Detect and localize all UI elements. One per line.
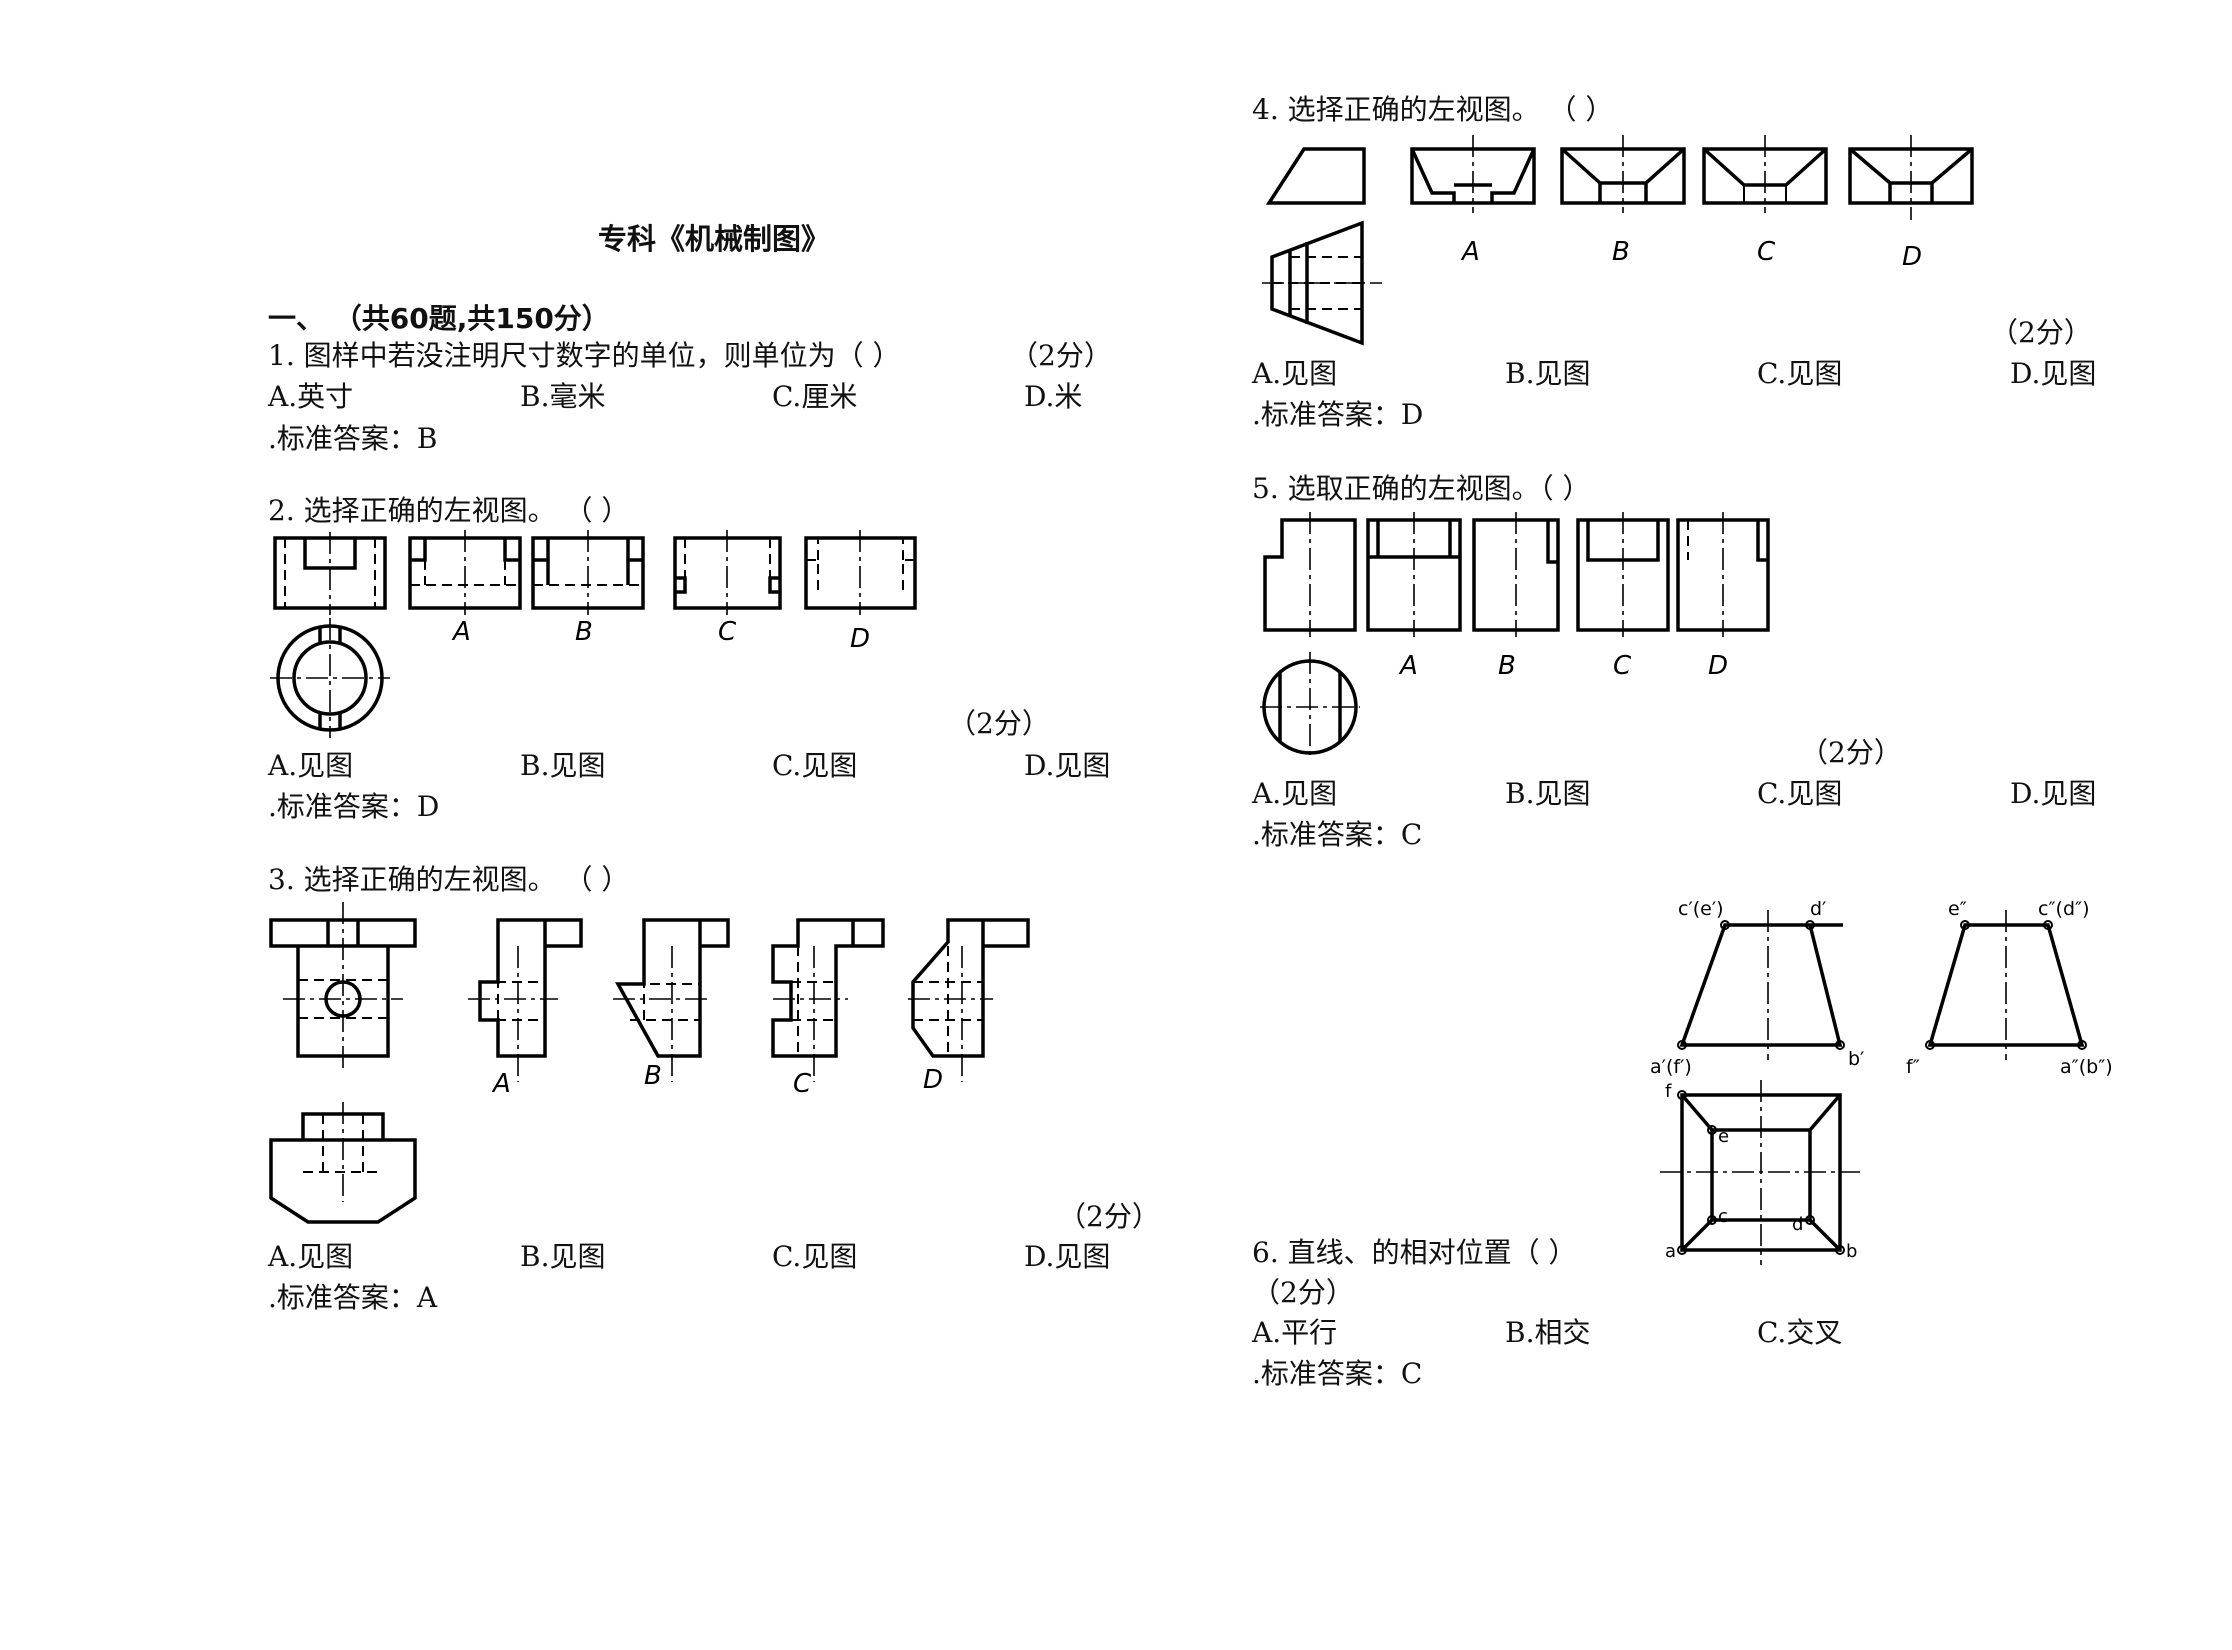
q4-figure: A B C D bbox=[1262, 135, 1974, 346]
q4-option-a[interactable]: A.见图 bbox=[1252, 357, 1338, 390]
label-e-side: e″ bbox=[1948, 898, 1967, 920]
q2-option-d[interactable]: D.见图 bbox=[1024, 749, 1111, 782]
q3-label-c: C bbox=[793, 1069, 812, 1099]
label-c-top: c bbox=[1718, 1206, 1728, 1227]
label-f-side: f″ bbox=[1906, 1056, 1920, 1078]
q2-label-d: D bbox=[850, 624, 870, 654]
q4-option-b[interactable]: B.见图 bbox=[1505, 357, 1591, 390]
label-c-front: c′(e′) bbox=[1678, 898, 1724, 920]
q3-figure: A B C D bbox=[269, 902, 1030, 1224]
q3-stem: 3. 选择正确的左视图。 （ ） bbox=[268, 863, 630, 896]
q5-option-b[interactable]: B.见图 bbox=[1505, 777, 1591, 810]
q2-label-a: A bbox=[451, 617, 471, 647]
q1-stem: 1. 图样中若没注明尺寸数字的单位，则单位为（ ） bbox=[268, 339, 901, 372]
q1-option-d[interactable]: D.米 bbox=[1024, 380, 1083, 413]
q3-option-d[interactable]: D.见图 bbox=[1024, 1240, 1111, 1273]
q2-stem: 2. 选择正确的左视图。 （ ） bbox=[268, 494, 630, 527]
q6-figure: c′(e′) d′ a′(f′) b′ e″ c″(d″) f″ a″(b″) … bbox=[1650, 898, 2113, 1265]
q4-label-c: C bbox=[1757, 237, 1776, 267]
q5-figure: A B C D bbox=[1260, 512, 1770, 757]
q6-stem: 6. 直线、的相对位置（ ） bbox=[1252, 1236, 1577, 1269]
q5-option-d[interactable]: D.见图 bbox=[2010, 777, 2097, 810]
q6-option-b[interactable]: B.相交 bbox=[1505, 1316, 1591, 1349]
q5-label-c: C bbox=[1613, 651, 1632, 681]
q6-answer: .标准答案：C bbox=[1252, 1357, 1423, 1390]
q4-answer: .标准答案：D bbox=[1252, 398, 1424, 431]
q2-figure: A B C D bbox=[270, 530, 917, 738]
q6-option-c[interactable]: C.交叉 bbox=[1757, 1316, 1843, 1349]
q2-option-b[interactable]: B.见图 bbox=[520, 749, 606, 782]
label-e-top: e bbox=[1718, 1126, 1729, 1147]
q4-option-c[interactable]: C.见图 bbox=[1757, 357, 1843, 390]
q2-label-b: B bbox=[575, 617, 593, 647]
q2-answer: .标准答案：D bbox=[268, 790, 440, 823]
q2-score: （2分） bbox=[948, 707, 1050, 740]
q1-option-a[interactable]: A.英寸 bbox=[268, 380, 354, 413]
q4-stem: 4. 选择正确的左视图。 （ ） bbox=[1252, 93, 1614, 126]
label-b-front: b′ bbox=[1848, 1048, 1864, 1070]
q4-score: （2分） bbox=[1990, 316, 2092, 349]
q4-label-d: D bbox=[1902, 242, 1922, 272]
page-title: 专科《机械制图》 bbox=[598, 222, 831, 256]
q4-label-a: A bbox=[1460, 237, 1480, 267]
q3-score: （2分） bbox=[1058, 1200, 1160, 1233]
q4-option-d[interactable]: D.见图 bbox=[2010, 357, 2097, 390]
q5-score: （2分） bbox=[1800, 736, 1902, 769]
q5-answer: .标准答案：C bbox=[1252, 818, 1423, 851]
q1-option-c[interactable]: C.厘米 bbox=[772, 380, 858, 413]
q3-option-b[interactable]: B.见图 bbox=[520, 1240, 606, 1273]
label-d-top: d bbox=[1792, 1214, 1803, 1235]
label-f-top: f bbox=[1665, 1081, 1672, 1102]
q5-label-a: A bbox=[1398, 651, 1418, 681]
q6-score: （2分） bbox=[1252, 1276, 1354, 1309]
q5-stem: 5. 选取正确的左视图。（ ） bbox=[1252, 472, 1591, 505]
q2-label-c: C bbox=[718, 617, 737, 647]
q3-option-a[interactable]: A.见图 bbox=[268, 1240, 354, 1273]
label-c-side: c″(d″) bbox=[2038, 898, 2090, 920]
q6-option-a[interactable]: A.平行 bbox=[1252, 1316, 1338, 1349]
label-b-top: b bbox=[1846, 1241, 1857, 1262]
q3-label-b: B bbox=[644, 1061, 662, 1091]
q3-label-a: A bbox=[491, 1069, 511, 1099]
q4-label-b: B bbox=[1612, 237, 1630, 267]
q1-score: （2分） bbox=[1010, 339, 1112, 372]
q3-answer: .标准答案：A bbox=[268, 1281, 438, 1314]
q1-answer: .标准答案：B bbox=[268, 422, 438, 455]
label-a-side: a″(b″) bbox=[2060, 1056, 2113, 1078]
q5-label-d: D bbox=[1708, 651, 1728, 681]
label-a-top: a bbox=[1665, 1241, 1676, 1262]
q1-option-b[interactable]: B.毫米 bbox=[520, 380, 606, 413]
label-d-front: d′ bbox=[1810, 898, 1826, 920]
q2-option-a[interactable]: A.见图 bbox=[268, 749, 354, 782]
q5-label-b: B bbox=[1498, 651, 1516, 681]
q2-option-c[interactable]: C.见图 bbox=[772, 749, 858, 782]
q5-option-c[interactable]: C.见图 bbox=[1757, 777, 1843, 810]
q5-option-a[interactable]: A.见图 bbox=[1252, 777, 1338, 810]
section-heading: 一、 （共60题,共150分） bbox=[268, 302, 610, 335]
q3-option-c[interactable]: C.见图 bbox=[772, 1240, 858, 1273]
label-a-front: a′(f′) bbox=[1650, 1056, 1692, 1078]
q3-label-d: D bbox=[923, 1065, 943, 1095]
